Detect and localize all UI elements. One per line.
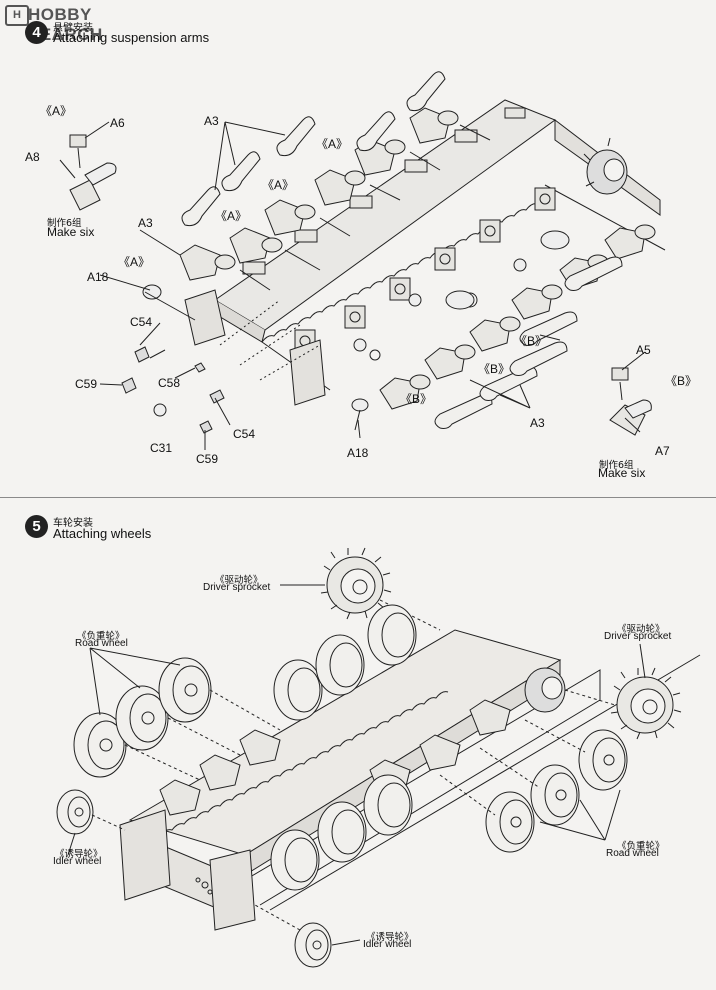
step-divider [0, 497, 716, 498]
step4-label-group-b-4: 《B》 [665, 374, 698, 388]
step4-make-six-cn-b: 制作6组 [599, 460, 634, 471]
step5-road-wheel-cn-right: 《负重轮》 [617, 841, 665, 852]
step4-number-badge: 4 [25, 21, 48, 44]
step4-title-en: Attaching suspension arms [53, 30, 210, 45]
watermark-badge: H [5, 5, 29, 26]
step4-label-group-a-5: 《A》 [118, 255, 151, 269]
step4-label-c59-left: C59 [75, 377, 98, 391]
step4-label-c58: C58 [158, 376, 181, 390]
step5-idler-wheel-cn-bottom: 《诱导轮》 [366, 932, 414, 943]
step4-make-six-en-a: Make six [47, 225, 95, 239]
step4-label-c31: C31 [150, 441, 173, 455]
step4-label-a5: A5 [636, 343, 651, 357]
step5-idler-wheel-en-bottom: Idler wheel [363, 939, 412, 950]
step4-label-a3-top: A3 [204, 114, 219, 128]
step5-road-wheel-en-right: Road wheel [606, 848, 659, 859]
step5-title-cn: 车轮安装 [53, 518, 93, 529]
step4-label-a7: A7 [655, 444, 670, 458]
step4-label-group-a-4: 《A》 [215, 209, 248, 223]
step5-idler-wheel-cn-left: 《诱导轮》 [55, 849, 103, 860]
step5-driver-sprocket-cn-right: 《驱动轮》 [617, 624, 665, 635]
step4-label-a18-bottom: A18 [347, 446, 369, 460]
step4-diagram [59, 71, 666, 450]
step4-title-cn: 悬臂安装 [53, 23, 93, 34]
step4-label-c54-left: C54 [130, 315, 153, 329]
step4-label-a18-left: A18 [87, 270, 109, 284]
step4-label-group-a-3: 《A》 [262, 178, 295, 192]
step5-driver-sprocket-en-right: Driver sprocket [604, 631, 672, 642]
step5-driver-sprocket-en-top: Driver sprocket [203, 582, 271, 593]
step5-driver-sprocket-cn-top: 《驱动轮》 [215, 575, 263, 586]
step4-label-a3-left: A3 [138, 216, 153, 230]
step4-label-group-a-2: 《A》 [316, 137, 349, 151]
step5-road-wheel-en-left: Road wheel [75, 638, 128, 649]
step4-label-group-b-2: 《B》 [478, 362, 511, 376]
step5-number-badge: 5 [25, 515, 48, 538]
step4-label-group-a: 《A》 [40, 104, 73, 118]
step4-make-six-cn-a: 制作6组 [47, 218, 82, 229]
step5-idler-wheel-en-left: Idler wheel [53, 856, 102, 867]
step4-label-group-b-1: 《B》 [400, 392, 433, 406]
step4-make-six-en-b: Make six [598, 466, 646, 480]
step4-label-group-b-3: 《B》 [515, 334, 548, 348]
step4-label-a8: A8 [25, 150, 40, 164]
step4-label-a6: A6 [110, 116, 125, 130]
step4-label-c59-bottom: C59 [196, 452, 219, 466]
step4-label-a3-bottom: A3 [530, 416, 545, 430]
step5-title-en: Attaching wheels [53, 526, 152, 541]
step4-label-c54-bottom: C54 [233, 427, 256, 441]
step5-road-wheel-cn-left: 《负重轮》 [77, 631, 125, 642]
